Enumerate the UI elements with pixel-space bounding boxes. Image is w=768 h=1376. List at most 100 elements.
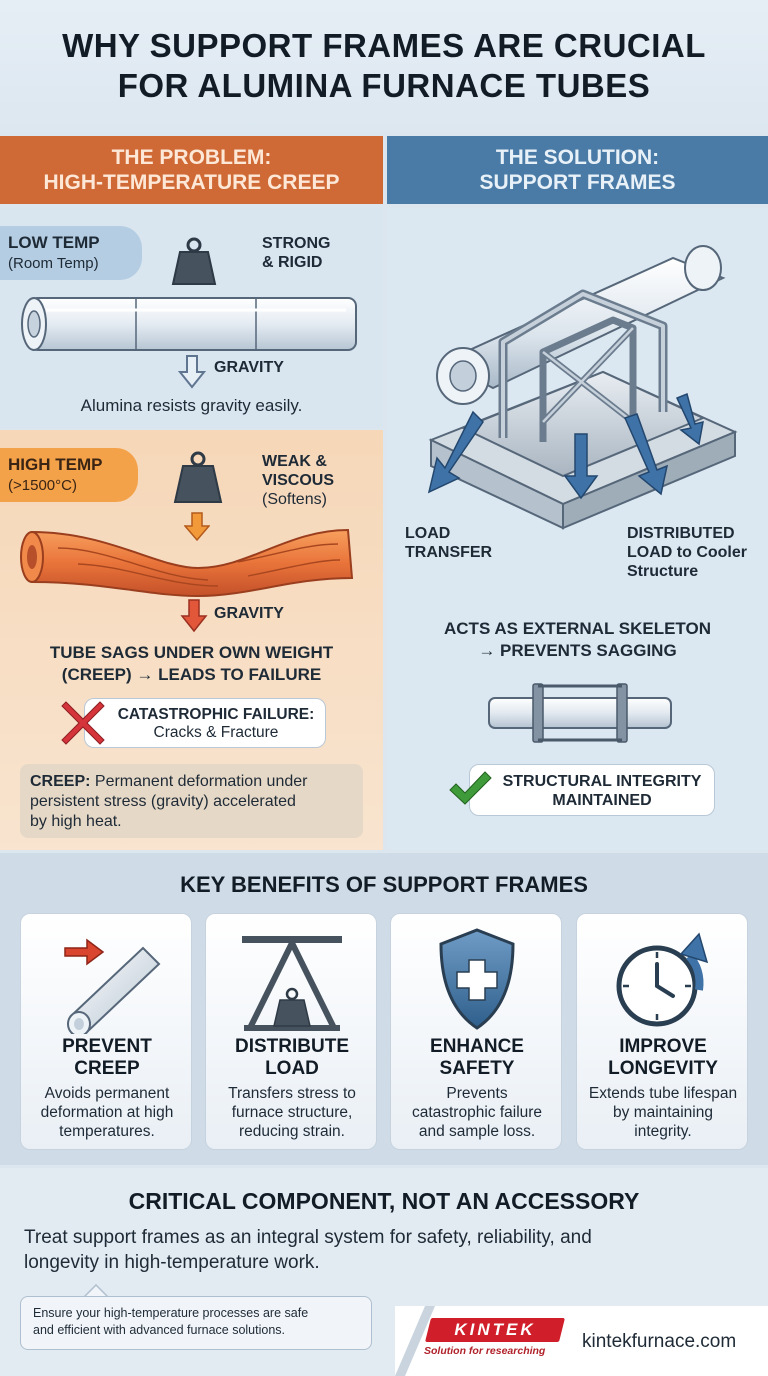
low-temp-panel: LOW TEMP (Room Temp) STRONG & RIGID GRAV…	[0, 208, 383, 428]
skeleton-caption-line-2: → PREVENTS SAGGING	[478, 641, 677, 660]
benefit-text-line-3: and sample loss.	[418, 1123, 536, 1140]
viscous-label: VISCOUS	[262, 472, 335, 489]
benefit-text: Extends tube lifespan by maintaining integ…	[577, 1084, 749, 1141]
failure-title: CATASTROPHIC FAILURE:	[117, 706, 315, 723]
benefit-text-line-2: furnace structure,	[231, 1104, 353, 1121]
creep-def-line-3: by high heat.	[30, 813, 122, 830]
solution-panel: LOAD TRANSFER DISTRIBUTED LOAD to Cooler…	[387, 208, 768, 850]
callout-pointer-icon	[84, 1284, 108, 1298]
benefit-title-line-1: DISTRIBUTE	[235, 1036, 349, 1057]
cta-line-2: and efficient with advanced furnace solu…	[33, 1323, 286, 1337]
solution-heading: THE SOLUTION: SUPPORT FRAMES	[387, 136, 768, 204]
high-temp-badge-sub: (>1500°C)	[8, 477, 77, 494]
creep-def-line-2: persistent stress (gravity) accelerated	[30, 793, 296, 810]
benefit-text-line-2: by maintaining	[613, 1104, 713, 1121]
brand-tagline: Solution for researching	[424, 1345, 546, 1357]
integrity-line-1: STRUCTURAL INTEGRITY	[502, 773, 702, 790]
benefit-title-line-2: CREEP	[74, 1058, 140, 1079]
kintek-logo[interactable]: KINTEK	[425, 1318, 565, 1342]
benefit-text-line-3: temperatures.	[59, 1123, 155, 1140]
rigid-tube-icon	[21, 297, 357, 351]
benefit-text: Avoids permanent deformation at high tempe…	[21, 1084, 193, 1141]
benefit-title-line-2: SAFETY	[439, 1058, 515, 1079]
solution-heading-line-1: THE SOLUTION:	[495, 146, 660, 169]
strong-rigid-label: STRONG & RIGID	[262, 234, 330, 272]
high-temp-badge-title: HIGH TEMP	[8, 455, 103, 474]
skeleton-caption: ACTS AS EXTERNAL SKELETON → PREVENTS SAG…	[387, 618, 768, 662]
low-temp-badge-sub: (Room Temp)	[8, 255, 99, 272]
checkmark-icon	[449, 771, 492, 805]
benefit-text-line-1: Transfers stress to	[228, 1085, 356, 1102]
problem-heading-line-2: HIGH-TEMPERATURE CREEP	[43, 171, 340, 194]
high-temp-badge: HIGH TEMP (>1500°C)	[0, 448, 138, 502]
benefit-text: Transfers stress to furnace structure, red…	[206, 1084, 378, 1141]
low-temp-badge: LOW TEMP (Room Temp)	[0, 226, 142, 280]
benefits-title: KEY BENEFITS OF SUPPORT FRAMES	[180, 872, 588, 897]
cta-line-1: Ensure your high-temperature processes a…	[33, 1306, 309, 1320]
problem-heading-line-1: THE PROBLEM:	[111, 146, 272, 169]
distributed-load-line-1: DISTRIBUTED	[627, 525, 735, 542]
benefit-title-line-2: LOAD	[265, 1058, 319, 1079]
load-transfer-line-2: TRANSFER	[405, 544, 493, 561]
benefit-text-line-2: deformation at high	[40, 1104, 174, 1121]
skeleton-caption-line-1: ACTS AS EXTERNAL SKELETON	[444, 619, 711, 638]
cross-icon	[61, 701, 105, 745]
benefit-title-line-1: PREVENT	[62, 1036, 152, 1057]
integrity-line-2: MAINTAINED	[552, 792, 652, 809]
failure-card	[84, 698, 326, 748]
load-transfer-line-1: LOAD	[405, 525, 451, 542]
weak-label: WEAK &	[262, 453, 327, 470]
brand-url-link[interactable]: kintekfurnace.com	[582, 1331, 737, 1352]
critical-text: Treat support frames as an integral syst…	[24, 1225, 724, 1275]
gravity-arrow-icon	[180, 599, 208, 633]
sag-caption-line-2: (CREEP) → LEADS TO FAILURE	[61, 665, 322, 684]
benefit-text-line-2: catastrophic failure	[411, 1104, 543, 1121]
weak-viscous-label: WEAK & VISCOUS (Softens)	[262, 452, 334, 509]
problem-heading: THE PROBLEM: HIGH-TEMPERATURE CREEP	[0, 136, 383, 204]
creep-term: CREEP:	[30, 773, 91, 790]
distributed-load-line-3: Structure	[627, 563, 699, 580]
benefit-text-line-3: reducing strain.	[239, 1123, 345, 1140]
critical-text-line-2: longevity in high-temperature work.	[24, 1252, 320, 1273]
distributed-load-label: DISTRIBUTED LOAD to Cooler Structure	[627, 524, 747, 581]
benefit-text-line-1: Avoids permanent	[44, 1085, 170, 1102]
cta-box: Ensure your high-temperature processes a…	[20, 1296, 372, 1350]
support-frame-illustration	[427, 245, 738, 530]
weight-icon	[173, 451, 223, 503]
benefit-title-line-1: ENHANCE	[430, 1036, 524, 1057]
low-temp-caption: Alumina resists gravity easily.	[80, 396, 303, 415]
creep-definition: CREEP: Permanent deformation under persi…	[20, 764, 363, 838]
gravity-label-low: GRAVITY	[214, 359, 284, 376]
supported-tube-icon	[488, 683, 672, 743]
integrity-card	[469, 764, 715, 816]
benefit-text-line-3: integrity.	[634, 1123, 692, 1140]
gravity-arrow-icon	[178, 355, 206, 389]
load-frame-icon	[242, 936, 342, 1031]
clock-arrow-icon	[616, 932, 709, 1027]
benefit-title-line-2: LONGEVITY	[608, 1058, 718, 1079]
low-temp-badge-title: LOW TEMP	[8, 233, 100, 252]
solution-heading-line-2: SUPPORT FRAMES	[479, 171, 676, 194]
brand-accent-icon	[395, 1306, 435, 1376]
benefit-text-line-1: Extends tube lifespan	[588, 1085, 738, 1102]
title-line-1: WHY SUPPORT FRAMES ARE CRUCIAL	[62, 27, 706, 64]
failure-sub: Cracks & Fracture	[153, 724, 279, 741]
sag-caption-line-1: TUBE SAGS UNDER OWN WEIGHT	[49, 643, 334, 662]
page-title: WHY SUPPORT FRAMES ARE CRUCIAL FOR ALUMI…	[0, 0, 768, 132]
sag-caption: TUBE SAGS UNDER OWN WEIGHT (CREEP) → LEA…	[0, 642, 383, 686]
creep-def-line-1: Permanent deformation under	[90, 773, 308, 790]
load-arrow-icon	[184, 512, 210, 542]
gravity-label-high: GRAVITY	[214, 605, 284, 622]
shield-cross-icon	[439, 928, 515, 1030]
tube-arrow-icon	[64, 938, 161, 1034]
weight-icon	[171, 237, 217, 285]
